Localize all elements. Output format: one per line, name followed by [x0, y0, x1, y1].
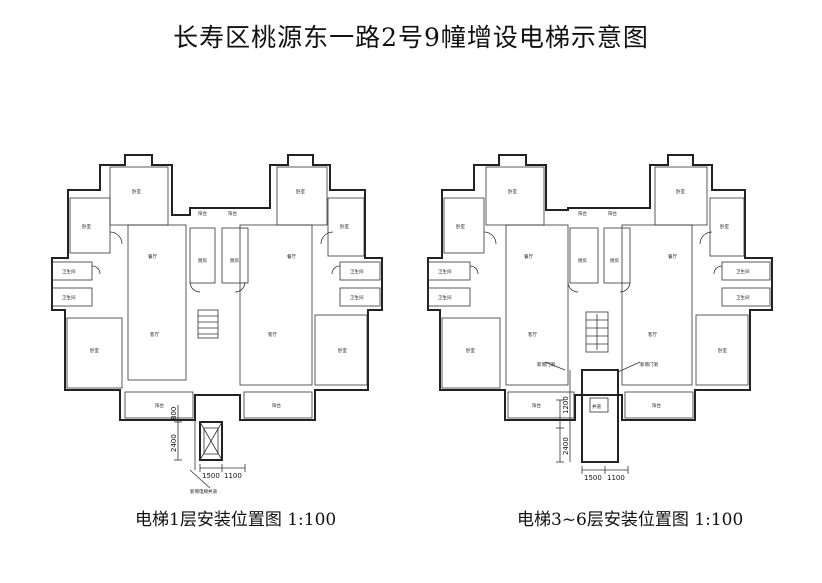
room-label: 阳台: [608, 210, 617, 217]
room-label: 卧室: [718, 347, 727, 354]
room-label: 客厅: [648, 331, 657, 338]
room-label: 餐厅: [287, 253, 296, 260]
room-label: 卧室: [296, 188, 305, 195]
room-label: 阳台: [578, 210, 587, 217]
room-label: 客厅: [268, 331, 277, 338]
room-label: 阳台: [198, 210, 207, 217]
room-label: 客厅: [528, 331, 537, 338]
note-elevator-pit: 新增电梯井道: [190, 488, 217, 495]
note-new-door: 新增门洞: [537, 361, 555, 368]
room-label: 阳台: [228, 210, 237, 217]
room-label: 卧室: [132, 188, 141, 195]
room-label: 厨房: [230, 257, 239, 264]
room-label: 餐厅: [668, 253, 677, 260]
room-label: 卫生间: [62, 268, 76, 275]
page-title: 长寿区桃源东一路2号9幢增设电梯示意图: [173, 23, 649, 52]
dim-height-1: 2400: [170, 434, 178, 452]
note-shaft: 井道: [592, 403, 601, 410]
room-label: 卧室: [508, 188, 517, 195]
caption-floor-3-6: 电梯3~6层安装位置图 1:100: [517, 510, 744, 530]
room-label: 卫生间: [736, 268, 750, 275]
room-label: 卫生间: [350, 294, 364, 301]
room-label: 餐厅: [524, 253, 533, 260]
caption-floor-1: 电梯1层安装位置图 1:100: [135, 510, 337, 530]
room-label: 阳台: [532, 402, 541, 409]
room-label: 卧室: [90, 347, 99, 354]
room-label: 餐厅: [148, 253, 157, 260]
room-label: 阳台: [652, 402, 661, 409]
room-label: 卧室: [82, 223, 91, 230]
room-label: 客厅: [150, 331, 159, 338]
plan-floor-3-6: 卧室 卧室 卧室 卧室 阳台 阳台 厨房 厨房 餐厅 餐厅 客厅 客厅 卫生间 …: [427, 154, 773, 482]
room-label: 卧室: [338, 347, 347, 354]
room-label: 卫生间: [62, 294, 76, 301]
dim-height-2: 1200: [562, 396, 570, 414]
room-label: 卧室: [456, 223, 465, 230]
dim-width-1: 1500: [202, 472, 220, 480]
room-label: 厨房: [578, 257, 587, 264]
dim-width-2: 1100: [224, 472, 242, 480]
note-new-door: 新增门洞: [640, 361, 658, 368]
room-label: 卫生间: [438, 268, 452, 275]
plan-floor-1: 卧室 卧室 卧室 卧室 阳台 阳台 厨房 厨房 餐厅 餐厅 客厅 客厅 卫生间 …: [51, 154, 383, 495]
dim-height-1: 2400: [562, 437, 570, 455]
room-label: 厨房: [610, 257, 619, 264]
room-label: 卧室: [720, 223, 729, 230]
dim-height-3: 800: [170, 407, 178, 420]
room-label: 卫生间: [438, 294, 452, 301]
room-label: 卫生间: [350, 268, 364, 275]
dim-width-1: 1500: [584, 474, 602, 482]
room-label: 卧室: [676, 188, 685, 195]
room-label: 阳台: [155, 402, 164, 409]
room-label: 卧室: [466, 347, 475, 354]
room-label: 阳台: [272, 402, 281, 409]
dim-width-2: 1100: [607, 474, 625, 482]
room-label: 卧室: [340, 223, 349, 230]
room-label: 卫生间: [736, 294, 750, 301]
room-label: 厨房: [198, 257, 207, 264]
